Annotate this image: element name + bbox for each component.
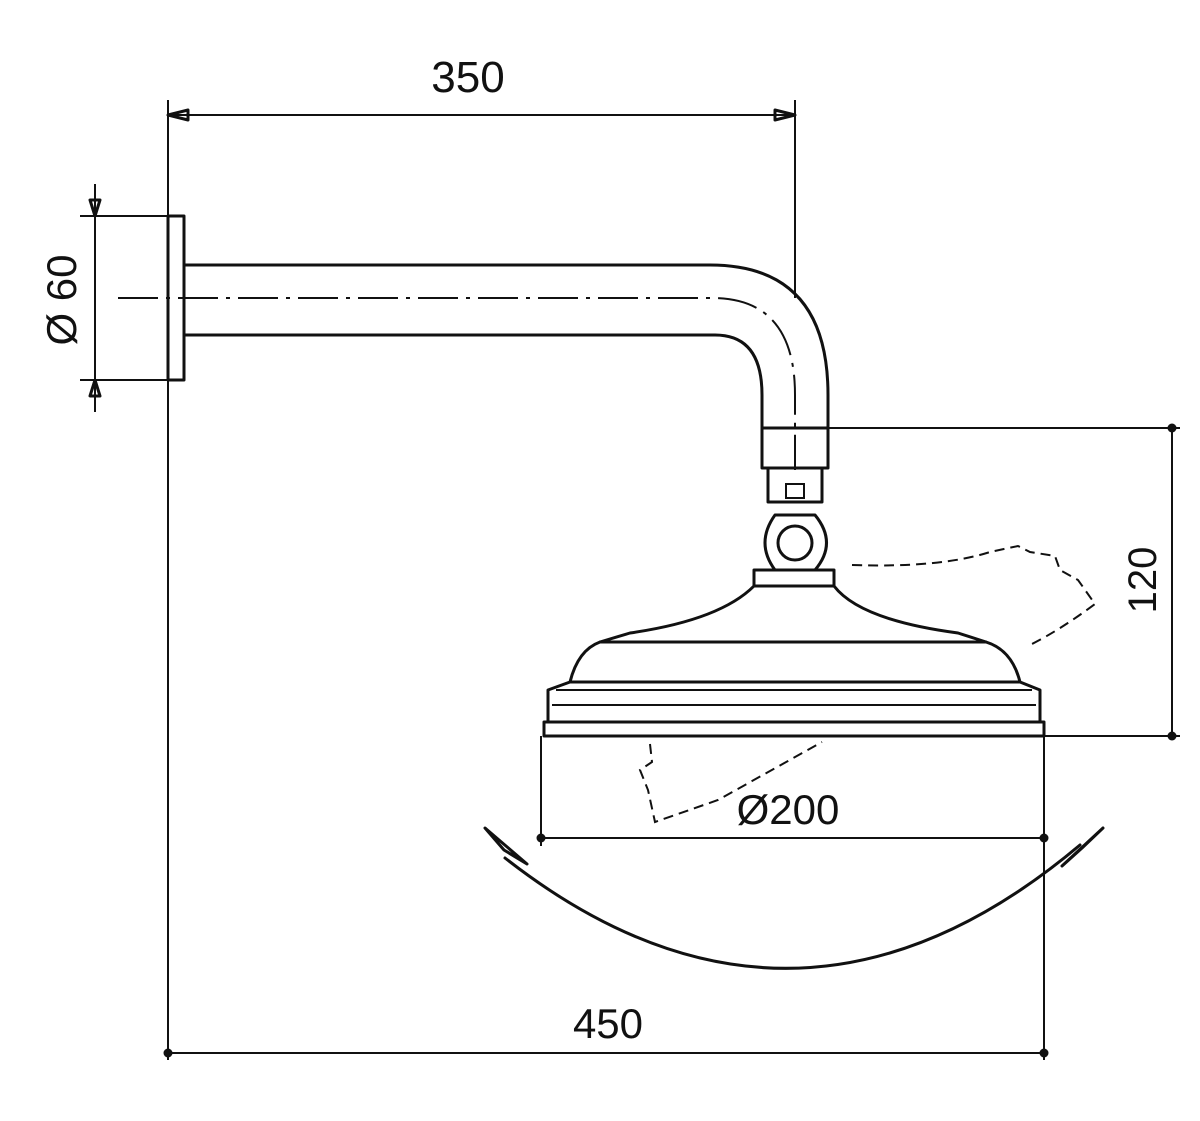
rose-head-dome <box>598 584 988 644</box>
dim-200-dot-left <box>536 833 546 843</box>
connector-pin <box>785 483 805 499</box>
arm-centerline <box>118 297 796 470</box>
dim-120-label: 120 <box>1121 547 1165 614</box>
dim-120-dot-top <box>1167 423 1177 433</box>
dim-60-arrow-top <box>88 198 102 218</box>
connector-neck <box>766 466 824 504</box>
dim-450-label: 450 <box>573 1000 643 1047</box>
dim-60-arrow-bottom <box>88 378 102 398</box>
ball-joint <box>763 513 828 572</box>
dim-350-arrow-right <box>773 108 797 122</box>
rotation-arc <box>503 843 1082 970</box>
dim-60-label: Ø 60 <box>38 254 85 345</box>
dim-120-dot-bottom <box>1167 731 1177 741</box>
rose-head-face <box>542 720 1046 738</box>
rotation-arrow-left <box>483 826 529 866</box>
dim-350-arrow-left <box>166 108 190 122</box>
rose-head-body <box>546 640 1042 724</box>
dim-450-dot-left <box>163 1048 173 1058</box>
dim-200-extension-lines <box>540 736 1045 1060</box>
dim-350-label: 350 <box>431 53 504 102</box>
dim-350-extension-lines <box>167 100 796 298</box>
ball-joint-base <box>752 568 836 588</box>
ball-joint-screw <box>776 524 814 562</box>
rose-head-rings <box>552 689 1036 706</box>
rotation-arrow-right <box>1060 826 1105 868</box>
dim-450-dot-right <box>1039 1048 1049 1058</box>
dim-200-label: Ø200 <box>737 786 840 833</box>
tilted-head-outline-upper <box>851 544 1097 646</box>
tilted-head-outline-lower <box>638 741 823 824</box>
dim-200-dot-right <box>1039 833 1049 843</box>
shower-arm <box>182 263 830 430</box>
dim-120-extension-lines <box>828 427 1180 737</box>
